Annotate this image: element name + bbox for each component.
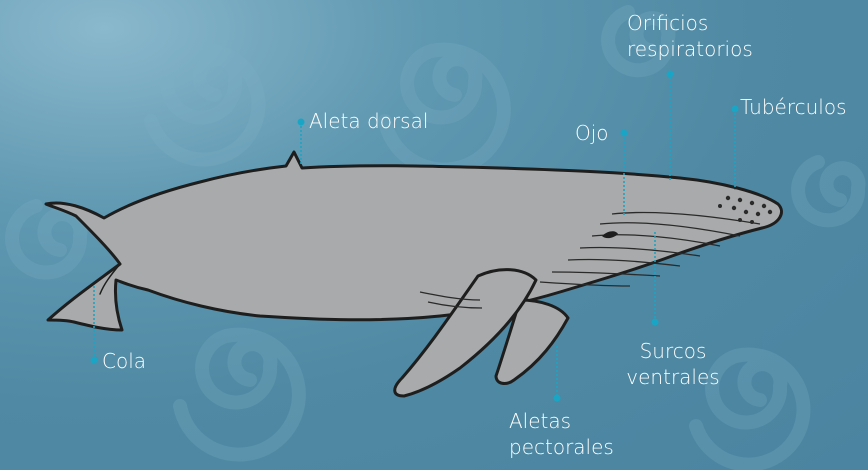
label-aletas-line2: pectorales — [509, 434, 614, 460]
label-surcos: Surcos ventrales — [617, 338, 729, 390]
label-orificios-line1: Orificios — [627, 10, 753, 36]
label-aletas-line1: Aletas — [509, 408, 614, 434]
dot-tuberculos — [732, 106, 739, 113]
label-orificios-line2: respiratorios — [627, 36, 753, 62]
label-ojo: Ojo — [575, 120, 609, 146]
dot-aleta-dorsal — [298, 119, 305, 126]
label-cola: Cola — [102, 348, 146, 374]
dot-aletas — [554, 395, 561, 402]
label-surcos-line1: Surcos — [617, 338, 729, 364]
dot-orificios — [667, 71, 674, 78]
label-tuberculos: Tubérculos — [740, 94, 847, 120]
label-surcos-line2: ventrales — [617, 364, 729, 390]
label-aletas: Aletas pectorales — [509, 408, 614, 460]
dot-ojo — [621, 130, 628, 137]
label-aleta-dorsal: Aleta dorsal — [309, 108, 428, 134]
dot-cola — [91, 357, 98, 364]
label-orificios: Orificios respiratorios — [627, 10, 753, 62]
dot-surcos — [652, 319, 659, 326]
